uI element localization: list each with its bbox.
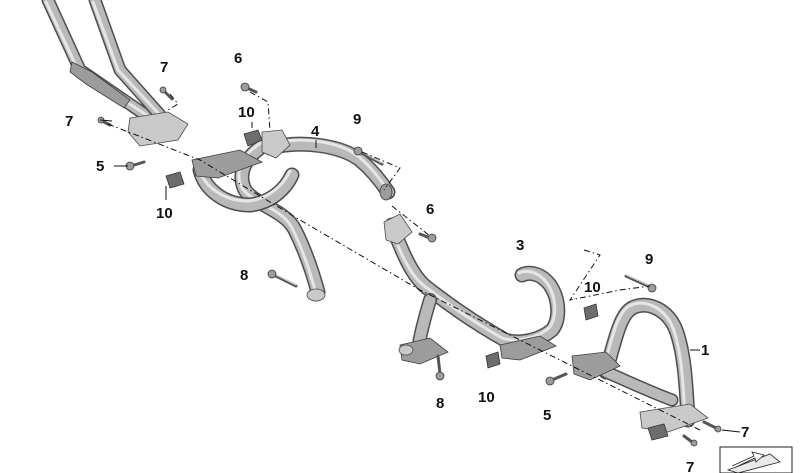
callout-8-lower: 8 <box>436 395 444 412</box>
callout-10-left: 10 <box>156 205 173 222</box>
upper-frame-tubes <box>41 0 189 147</box>
callout-10-lower: 10 <box>478 389 495 406</box>
callout-10-top: 10 <box>238 104 255 121</box>
clip-10-top[interactable] <box>243 129 263 147</box>
callout-9-right: 9 <box>645 251 653 268</box>
callout-7-bottom: 7 <box>686 459 694 473</box>
callout-5-right: 5 <box>543 407 551 424</box>
part-4-crash-bar-left[interactable] <box>41 0 396 302</box>
bolt-5-right[interactable] <box>545 372 568 386</box>
sheet-arrow-icon <box>719 446 793 473</box>
bolt-5-left[interactable] <box>125 160 146 171</box>
bolt-7-bottom[interactable] <box>682 434 698 447</box>
bolt-7-right[interactable] <box>702 420 722 433</box>
leader-lines <box>99 119 741 433</box>
bolt-6-middle[interactable] <box>418 232 437 243</box>
bolt-6-top[interactable] <box>240 82 258 94</box>
callout-4: 4 <box>311 123 320 140</box>
part-3-crash-bar-middle[interactable] <box>383 213 566 365</box>
callouts: 7 7 5 10 6 10 4 9 6 8 3 9 10 1 8 10 5 7 … <box>65 50 749 473</box>
assembly-axes <box>107 91 701 431</box>
clip-10-lower[interactable] <box>485 351 501 369</box>
callout-9-top: 9 <box>353 111 361 128</box>
crash-bar-4-tube <box>191 129 396 302</box>
callout-5-left: 5 <box>96 158 104 175</box>
callout-6-middle: 6 <box>426 201 434 218</box>
callout-10-right: 10 <box>584 279 601 296</box>
callout-7-right: 7 <box>741 424 749 441</box>
clip-10-left[interactable] <box>165 171 185 189</box>
bolt-8-left[interactable] <box>267 269 298 288</box>
bolt-7-top[interactable] <box>159 86 174 101</box>
callout-7-left: 7 <box>65 113 73 130</box>
callout-3: 3 <box>516 237 524 254</box>
part-1-crash-bar-right[interactable] <box>571 297 709 441</box>
bolt-8-lower[interactable] <box>435 354 445 381</box>
callout-7-top: 7 <box>160 59 168 76</box>
callout-1: 1 <box>701 342 709 359</box>
bolt-9-right[interactable] <box>624 274 657 293</box>
callout-8-left: 8 <box>240 267 248 284</box>
callout-6-top: 6 <box>234 50 242 67</box>
clip-10-right[interactable] <box>583 303 599 321</box>
